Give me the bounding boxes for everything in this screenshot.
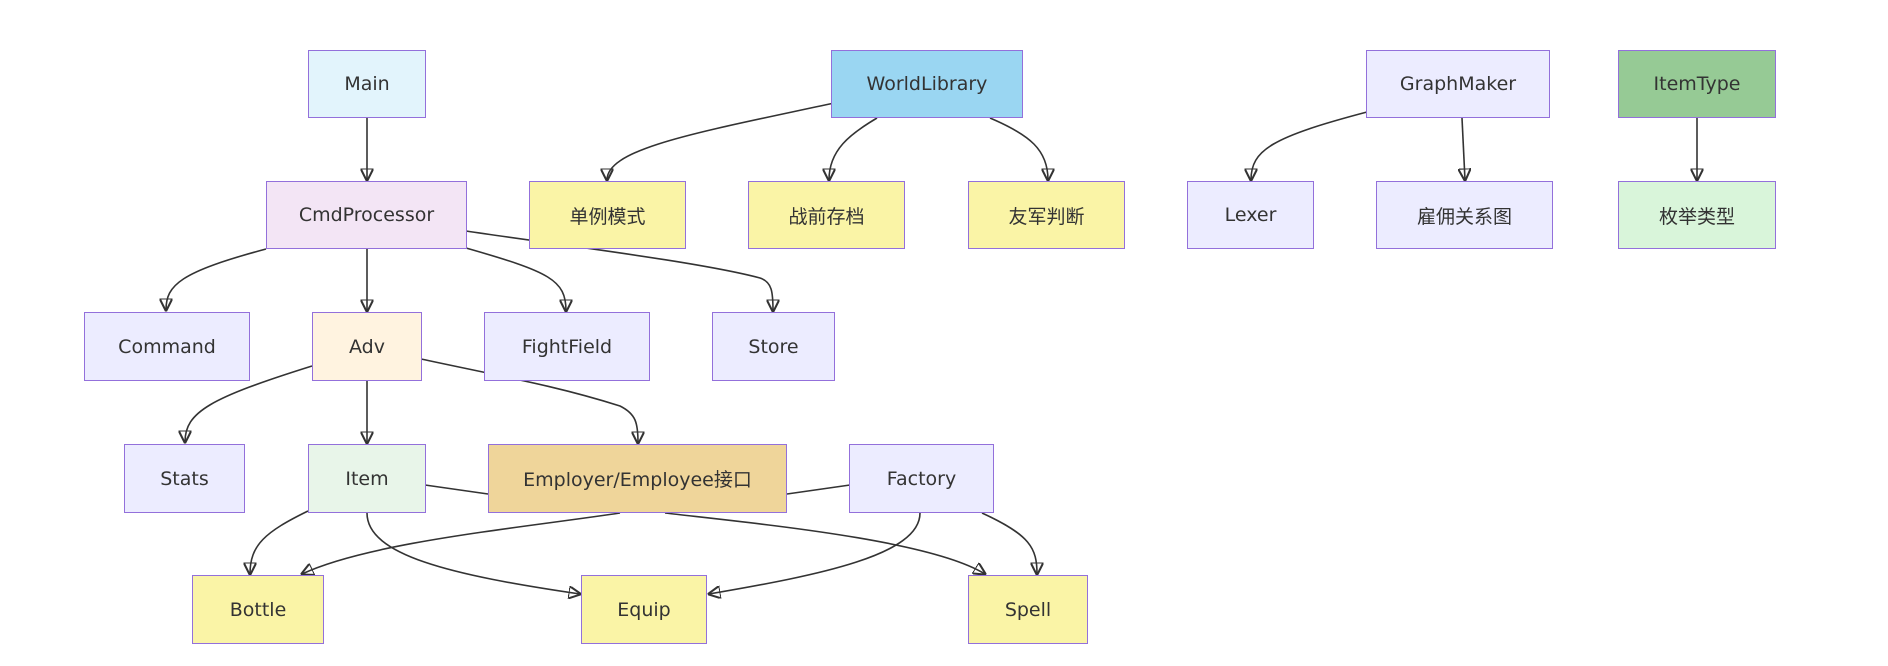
edge-employer-spell — [664, 512, 985, 574]
edge-item-employer — [424, 484, 489, 495]
edge-employer-bottle — [302, 512, 621, 574]
edge-item-equip — [366, 512, 580, 594]
edge-worldlibrary-friendly — [989, 117, 1048, 180]
edge-factory-equip — [709, 512, 921, 594]
edge-worldlibrary-singleton — [607, 102, 835, 180]
cmdprocessor-node: CmdProcessor — [266, 181, 467, 249]
enum-type-node: 枚举类型 — [1618, 181, 1776, 249]
equip-node: Equip — [581, 575, 707, 644]
adv-node: Adv — [312, 312, 422, 381]
singleton-node: 单例模式 — [529, 181, 686, 249]
command-node: Command — [84, 312, 250, 381]
edge-graphmaker-lexer — [1251, 111, 1368, 180]
worldlibrary-node: WorldLibrary — [831, 50, 1023, 118]
friendly-check-node: 友军判断 — [968, 181, 1125, 249]
stats-node: Stats — [124, 444, 245, 513]
edge-item-bottle — [250, 510, 309, 574]
edge-graphmaker-hiregraph — [1462, 117, 1465, 180]
edge-cmdprocessor-command — [166, 248, 267, 310]
item-node: Item — [308, 444, 426, 513]
main-node: Main — [308, 50, 426, 118]
edge-adv-stats — [185, 365, 313, 442]
edge-adv-employer — [420, 358, 638, 443]
edge-factory-employer — [786, 484, 851, 495]
graphmaker-node: GraphMaker — [1366, 50, 1550, 118]
edge-factory-spell — [981, 512, 1037, 574]
edge-worldlibrary-prewar — [829, 117, 878, 180]
spell-node: Spell — [968, 575, 1088, 644]
employer-employee-interface-node: Employer/Employee接口 — [488, 444, 787, 513]
lexer-node: Lexer — [1187, 181, 1314, 249]
hire-graph-node: 雇佣关系图 — [1376, 181, 1553, 249]
fightfield-node: FightField — [484, 312, 650, 381]
factory-node: Factory — [849, 444, 994, 513]
bottle-node: Bottle — [192, 575, 324, 644]
prewar-save-node: 战前存档 — [748, 181, 905, 249]
itemtype-node: ItemType — [1618, 50, 1776, 118]
store-node: Store — [712, 312, 835, 381]
edge-cmdprocessor-fightfield — [465, 247, 566, 311]
